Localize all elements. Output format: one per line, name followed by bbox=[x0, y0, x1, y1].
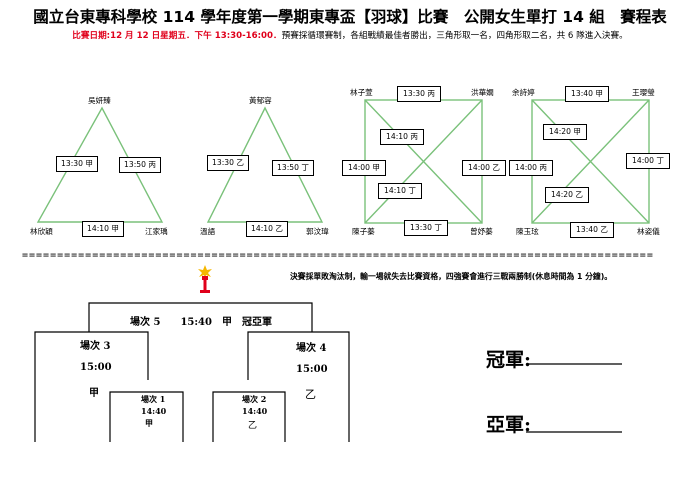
g3-player-bl: 陳子蓁 bbox=[352, 227, 375, 236]
g3-player-tl: 林子萱 bbox=[350, 88, 373, 97]
g4-player-tl: 余詩婷 bbox=[512, 88, 535, 97]
g1-player-top: 吳妍臻 bbox=[88, 96, 111, 105]
page-title: 國立台東專科學校 114 學年度第一學期東專盃【羽球】比賽 公開女生單打 14 … bbox=[33, 8, 667, 26]
g4-match-left: 14:00 丙 bbox=[509, 160, 553, 176]
g4-player-br: 林姿儀 bbox=[637, 227, 660, 236]
g1-match-right: 13:50 丙 bbox=[119, 157, 161, 173]
g1-player-right: 江家瑀 bbox=[145, 227, 168, 236]
g3-player-tr: 洪華嫻 bbox=[471, 88, 494, 97]
g3-match-diag2: 14:10 丁 bbox=[378, 183, 422, 199]
schedule-note: 比賽日期:12 月 12 日星期五．下午 13:30-16:00．預賽採循環賽制… bbox=[0, 29, 700, 41]
g2-match-left: 13:30 乙 bbox=[207, 155, 249, 171]
g1-match-left: 13:30 甲 bbox=[56, 156, 98, 172]
match-date: 比賽日期:12 月 12 日星期五．下午 13:30-16:00． bbox=[72, 31, 282, 41]
match3-court: 甲 bbox=[89, 388, 99, 399]
match1-time: 14:40 bbox=[141, 406, 167, 416]
g1-match-bottom: 14:10 甲 bbox=[82, 221, 124, 237]
match3-time: 15:00 bbox=[80, 362, 112, 373]
match4-court: 乙 bbox=[305, 388, 316, 401]
g3-match-bottom: 13:30 丁 bbox=[404, 220, 448, 236]
g1-player-left: 林欣穎 bbox=[30, 227, 53, 236]
section-divider: ========================================… bbox=[22, 252, 654, 260]
g2-player-right: 郭汶瑋 bbox=[306, 227, 329, 236]
final-rule-note: 決賽採單敗淘汰制，輸一場就失去比賽資格，四強賽會進行三戰兩勝制(休息時間為 1 … bbox=[290, 272, 613, 281]
trophy-icon bbox=[196, 264, 214, 294]
g4-player-bl: 陳玉玹 bbox=[516, 227, 539, 236]
g2-player-top: 黃郁容 bbox=[249, 96, 272, 105]
match2-label: 場次 2 bbox=[242, 394, 267, 404]
g4-match-diag2: 14:20 乙 bbox=[545, 187, 589, 203]
g4-match-right: 14:00 丁 bbox=[626, 153, 670, 169]
g3-match-diag1: 14:10 丙 bbox=[380, 129, 424, 145]
bracket-lines bbox=[34, 302, 350, 442]
match3-label: 場次 3 bbox=[80, 341, 111, 352]
match1-court: 甲 bbox=[145, 418, 153, 428]
g3-match-top: 13:30 丙 bbox=[397, 86, 441, 102]
g4-player-tr: 王瓔瑩 bbox=[632, 88, 655, 97]
format-rule: 預賽採循環賽制，各組戰績最佳者勝出，三角形取一名，四角形取二名，共 6 隊進入決… bbox=[281, 31, 628, 41]
runner-up-label: 亞軍: bbox=[486, 414, 532, 436]
final-match: 場次 5 15:40 甲 冠亞軍 bbox=[130, 317, 272, 328]
match4-label: 場次 4 bbox=[296, 343, 327, 354]
g3-player-br: 曾妤蓁 bbox=[470, 227, 493, 236]
match4-time: 15:00 bbox=[296, 364, 328, 375]
g4-match-top: 13:40 甲 bbox=[565, 86, 609, 102]
g2-match-bottom: 14:10 乙 bbox=[246, 221, 288, 237]
match2-court: 乙 bbox=[248, 421, 258, 431]
g3-match-left: 14:00 甲 bbox=[342, 160, 386, 176]
match1-label: 場次 1 bbox=[141, 394, 166, 404]
g2-match-right: 13:50 丁 bbox=[272, 160, 314, 176]
match2-time: 14:40 bbox=[242, 406, 268, 416]
champion-label: 冠軍: bbox=[486, 349, 532, 371]
g4-match-diag1: 14:20 甲 bbox=[543, 124, 587, 140]
g2-player-left: 溫語 bbox=[200, 227, 216, 236]
g4-match-bottom: 13:40 乙 bbox=[570, 222, 614, 238]
g3-match-right: 14:00 乙 bbox=[462, 160, 506, 176]
